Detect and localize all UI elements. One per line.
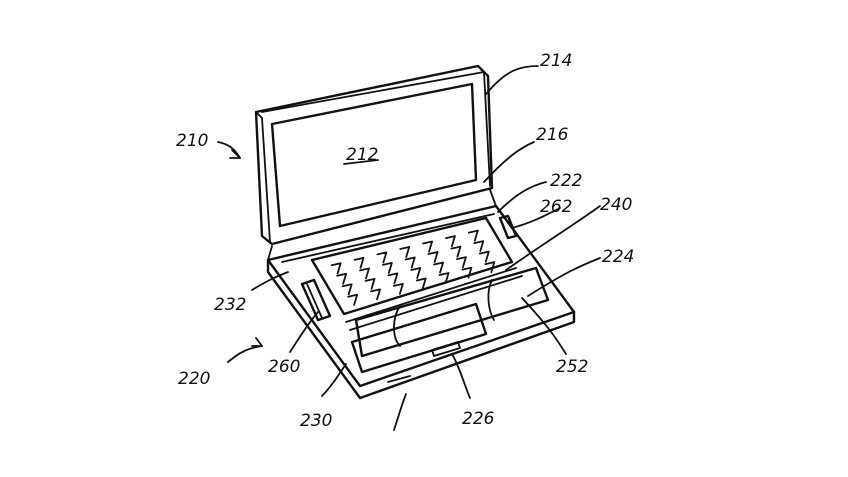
palm-rest-lines [345,267,523,331]
keyboard-key [410,267,422,279]
keyboard-key [341,283,353,296]
ref-216: 216 [536,125,569,145]
keyboard-key [336,272,348,285]
reference-numerals: 214 210 212 216 222 262 240 224 232 260 … [176,51,634,431]
ref-230: 230 [300,411,332,431]
ref-220: 220 [178,369,210,389]
ref-240: 240 [600,195,632,215]
keyboard-key [415,277,427,290]
ref-226: 226 [462,409,495,429]
display-screen [270,82,478,228]
keyboard-key [445,235,456,248]
ref-260: 260 [268,357,300,377]
keyboard-key [467,229,479,242]
keyboard-key [450,245,462,258]
laptop-base [266,189,576,400]
ref-210: 210 [176,131,208,151]
keyboard-key [427,251,439,263]
keyboard-key [473,240,485,253]
ref-214: 214 [540,51,572,71]
keyboard-key [376,251,388,264]
front-edge [387,375,411,383]
keyboard-key [484,261,496,274]
ref-224: 224 [602,247,634,267]
touchpad [350,302,488,374]
keyboard-key [364,277,376,290]
keyboard-key [478,250,490,263]
keyboard-key [461,266,473,279]
keyboard-key [422,240,433,253]
keyboard-key [370,288,381,301]
keyboard-key [456,256,467,269]
keyboard-key [433,261,444,274]
ref-262: 262 [540,197,572,217]
keyboard-key [392,282,404,295]
keyboard-key [330,262,342,275]
side-slot-left [300,278,332,322]
leader-lines [217,65,601,431]
keyboard-key [381,261,393,274]
keyboard [310,216,514,316]
keyboard-key [399,246,411,258]
ref-222: 222 [550,171,582,191]
keyboard-keys [330,229,496,306]
keyboard-key [359,267,370,280]
keyboard-key [387,272,399,285]
ref-252: 252 [556,357,588,377]
ref-232: 232 [214,295,246,315]
side-slot-right [498,214,518,240]
keyboard-key [438,272,450,284]
keyboard-key [353,256,365,269]
keyboard-key [347,293,359,306]
display-lid [254,64,494,246]
keyboard-key [404,256,416,269]
touchpad-strip [354,266,550,358]
